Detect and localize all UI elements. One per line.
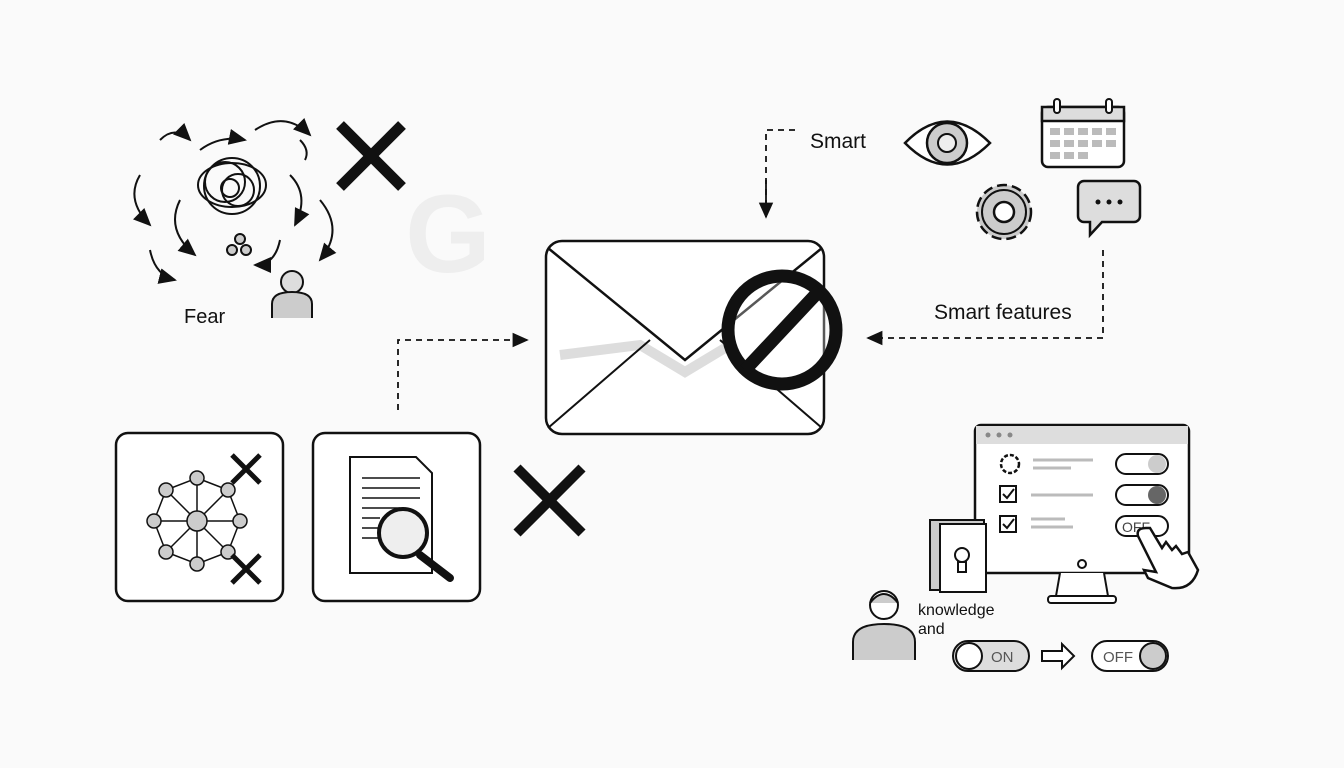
- smart-features-arrow: [866, 250, 1104, 346]
- document-search-box: [311, 431, 482, 603]
- blocked-icon: [721, 269, 843, 391]
- fear-chaos-icon: [133, 118, 337, 284]
- gear-icon: [975, 183, 1033, 241]
- chat-bubble-icon: [1076, 179, 1142, 239]
- cross-icon: [230, 453, 262, 585]
- knowledge-label: knowledge: [918, 602, 995, 619]
- toggle-on[interactable]: ON: [952, 640, 1030, 672]
- network-box: [114, 431, 285, 603]
- person-icon: [852, 590, 916, 660]
- smart-label: Smart: [810, 130, 866, 153]
- toggle-off[interactable]: OFF: [1091, 640, 1169, 672]
- fear-label: Fear: [184, 306, 225, 328]
- toggle-off-label: OFF: [1103, 649, 1133, 666]
- book-lightbulb-icon: [929, 519, 987, 593]
- smart-arrow: [765, 129, 800, 217]
- cross-icon: [336, 121, 406, 191]
- calendar-icon: [1040, 98, 1126, 169]
- pointing-hand-icon: [1136, 526, 1200, 590]
- worried-person-icon: [271, 270, 313, 318]
- eye-icon: [903, 120, 992, 166]
- watermark-logo: G: [405, 173, 491, 296]
- and-label: and: [918, 621, 945, 638]
- settings-monitor: OFF: [973, 423, 1191, 604]
- arrow-right-icon: [1041, 641, 1076, 671]
- toggle-on-label: ON: [991, 649, 1014, 666]
- smart-features-label: Smart features: [934, 301, 1072, 324]
- left-arrow: [397, 332, 529, 410]
- cross-icon: [513, 464, 586, 537]
